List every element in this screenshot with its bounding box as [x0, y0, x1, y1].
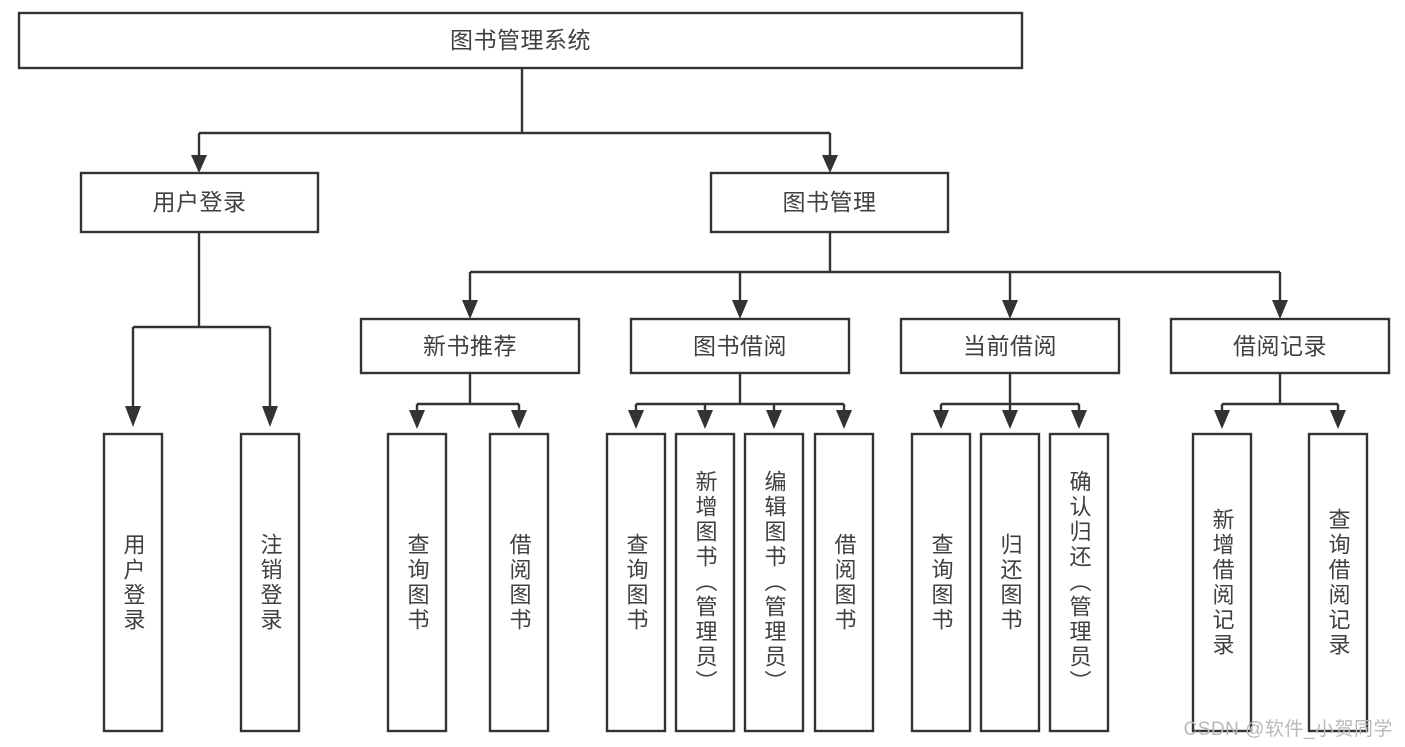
- arrow-borrow-leaf-2: [697, 410, 713, 429]
- node-leaf-box[interactable]: [488, 432, 550, 733]
- node-book-borrow-box[interactable]: [629, 317, 851, 375]
- node-leaf-box[interactable]: [239, 432, 301, 733]
- node-leaf-box[interactable]: [910, 432, 972, 733]
- node-current-borrow-box[interactable]: [899, 317, 1121, 375]
- node-leaf-box[interactable]: [1307, 432, 1369, 733]
- node-borrow-records-box[interactable]: [1169, 317, 1391, 375]
- arrow-borrow-leaf-4: [836, 410, 852, 429]
- arrow-records-leaf-1: [1214, 410, 1230, 429]
- arrow-recommend-leaf-1: [409, 410, 425, 429]
- node-leaf-box[interactable]: [102, 432, 164, 733]
- arrow-leaf-user-login-2: [262, 406, 278, 427]
- node-leaf-box[interactable]: [743, 432, 805, 733]
- arrow-current-leaf-2: [1002, 410, 1018, 429]
- arrow-to-book-manage: [822, 155, 838, 173]
- node-leaf-box[interactable]: [674, 432, 736, 733]
- arrow-borrow-leaf-3: [766, 410, 782, 429]
- arrow-records-leaf-2: [1330, 410, 1346, 429]
- node-leaf-box[interactable]: [1048, 432, 1110, 733]
- node-leaf-box[interactable]: [813, 432, 875, 733]
- arrow-level3-1: [462, 300, 478, 319]
- arrow-level3-3: [1002, 300, 1018, 319]
- node-new-book-recommend-box[interactable]: [359, 317, 581, 375]
- arrow-current-leaf-1: [933, 410, 949, 429]
- arrow-level3-4: [1272, 300, 1288, 319]
- node-leaf-box[interactable]: [1191, 432, 1253, 733]
- arrow-to-user-login: [191, 155, 207, 173]
- arrow-level3-2: [732, 300, 748, 319]
- node-user-login-box[interactable]: [79, 171, 320, 234]
- node-leaf-box[interactable]: [605, 432, 667, 733]
- node-leaf-box[interactable]: [979, 432, 1041, 733]
- arrow-current-leaf-3: [1071, 410, 1087, 429]
- arrow-borrow-leaf-1: [628, 410, 644, 429]
- node-leaf-box[interactable]: [386, 432, 448, 733]
- watermark-text: CSDN @软件_小贺同学: [1183, 719, 1393, 740]
- arrow-leaf-user-login-1: [125, 406, 141, 427]
- node-book-manage-box[interactable]: [709, 171, 950, 234]
- arrow-recommend-leaf-2: [511, 410, 527, 429]
- node-root-box[interactable]: [17, 11, 1024, 70]
